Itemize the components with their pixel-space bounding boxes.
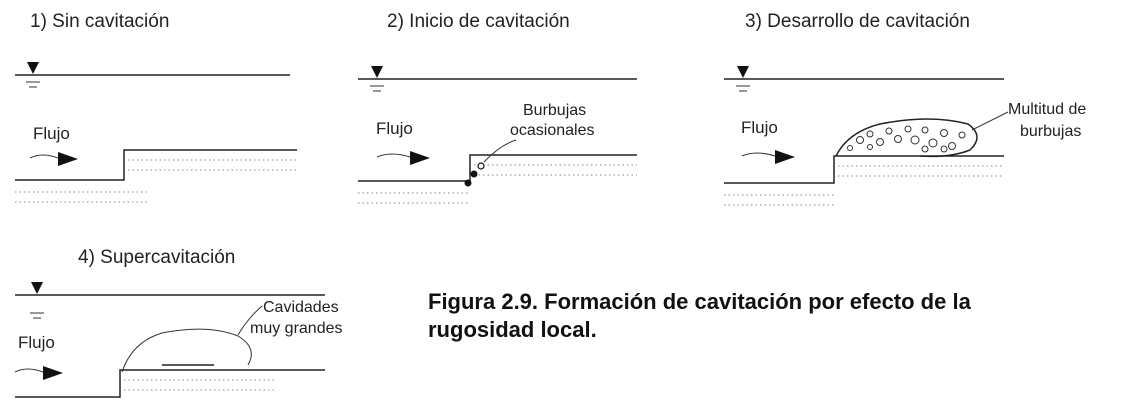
panel-2: 2) Inicio de cavitación Flujo Burbujas o… (358, 11, 637, 204)
bubble (876, 138, 884, 146)
bubble (470, 170, 478, 178)
flow-arrow-icon (775, 150, 795, 164)
panel-4-title: 4) Supercavitación (78, 247, 235, 268)
callout-leader (237, 305, 263, 336)
bubble (464, 179, 472, 187)
flow-squiggle (376, 153, 411, 158)
flow-arrow-icon (58, 152, 78, 166)
caption-line-1: Figura 2.9. Formación de cavitación por … (428, 289, 971, 314)
flow-label: Flujo (18, 333, 55, 352)
flow-squiggle (29, 154, 59, 159)
panel-1-title: 1) Sin cavitación (30, 11, 169, 32)
bubble (958, 131, 966, 139)
channel-bed-step (15, 369, 325, 398)
bubble-cluster (847, 125, 966, 153)
callout-line-1: Burbujas (523, 102, 586, 119)
channel-bed-step (724, 155, 1004, 184)
panel-3-title: 3) Desarrollo de cavitación (745, 11, 970, 32)
flow-label: Flujo (741, 118, 778, 137)
callout-line-2: ocasionales (510, 122, 595, 139)
callout-line-1: Multitud de (1008, 101, 1086, 118)
bubble (894, 135, 902, 143)
water-level-triangle-icon (371, 66, 383, 78)
bubble-cloud-outline (835, 118, 978, 158)
callout-line-2: burbujas (1020, 123, 1081, 140)
bubble (921, 126, 929, 134)
bubble (921, 145, 929, 153)
panel-3: 3) Desarrollo de cavitación Flujo (724, 11, 1086, 206)
panel-2-title: 2) Inicio de cavitación (387, 11, 570, 32)
bubble (856, 136, 864, 144)
water-level-triangle-icon (737, 66, 749, 78)
flow-label: Flujo (376, 119, 413, 138)
flow-squiggle (741, 152, 776, 157)
flow-arrow-icon (410, 151, 430, 165)
caption-line-2: rugosidad local. (428, 317, 597, 342)
callout-leader (971, 111, 1009, 131)
bubble (948, 142, 956, 150)
cavity-outline (121, 328, 252, 373)
bubble (940, 129, 948, 137)
bubble (847, 145, 853, 151)
callout-line-2: muy grandes (250, 320, 343, 337)
bubble (477, 162, 485, 170)
figure-caption: Figura 2.9. Formación de cavitación por … (428, 288, 1108, 344)
bubble (867, 144, 873, 150)
water-level-triangle-icon (27, 62, 39, 74)
channel-bed-step (358, 154, 637, 182)
callout-line-1: Cavidades (263, 299, 339, 316)
bubble (928, 138, 938, 148)
bubble (866, 130, 874, 138)
flow-arrow-icon (43, 366, 63, 380)
panel-4: 4) Supercavitación Flujo Cavidades muy g… (14, 247, 343, 398)
bubble (910, 135, 920, 145)
bubble (904, 125, 912, 133)
panel-1: 1) Sin cavitación Flujo (15, 11, 297, 203)
flow-squiggle (14, 368, 44, 373)
channel-bed-step (15, 149, 297, 181)
bubble (940, 145, 948, 153)
water-level-triangle-icon (31, 282, 43, 294)
flow-label: Flujo (33, 124, 70, 143)
bubble (885, 127, 893, 135)
callout-leader (483, 139, 517, 163)
